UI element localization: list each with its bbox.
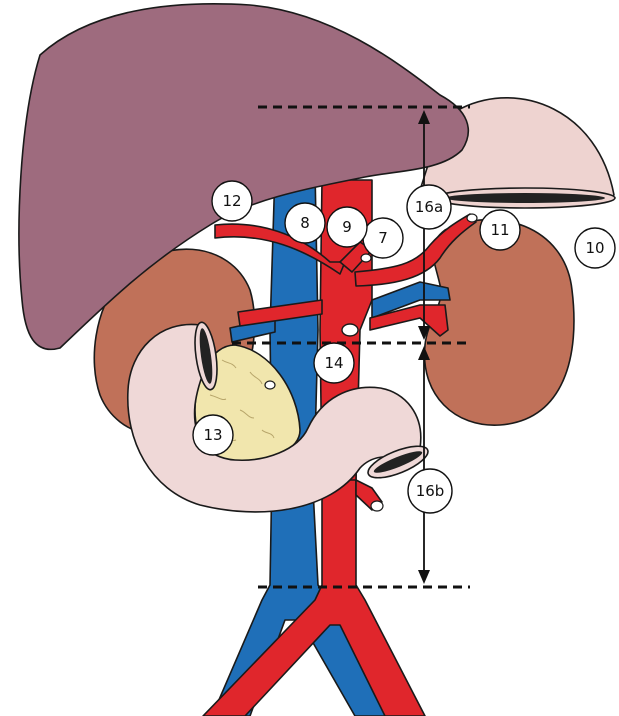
callout-13: 13 (193, 415, 233, 455)
splenic-artery-end (467, 214, 477, 222)
stomach-lumen (445, 193, 605, 203)
callout-11: 11 (480, 210, 520, 250)
callout-7-label: 7 (378, 229, 388, 247)
callout-9-label: 9 (342, 218, 352, 236)
callout-12: 12 (212, 181, 252, 221)
callout-7: 7 (363, 218, 403, 258)
superior-mesenteric-artery-stump (342, 324, 358, 336)
callout-14-label: 14 (324, 354, 343, 372)
callout-13-label: 13 (203, 426, 222, 444)
callout-10: 10 (575, 228, 615, 268)
callout-12-label: 12 (222, 192, 241, 210)
callout-8: 8 (285, 203, 325, 243)
callout-16a: 16a (407, 185, 451, 229)
measure-arrowhead-16b-bottom (418, 570, 430, 584)
callout-16b: 16b (408, 469, 452, 513)
callout-16b-label: 16b (416, 482, 445, 500)
callout-16a-label: 16a (415, 198, 443, 216)
callout-10-label: 10 (585, 239, 604, 257)
celiac-trunk-stump (361, 254, 371, 262)
pancreas-duct-cut (265, 381, 275, 389)
callout-14: 14 (314, 343, 354, 383)
callout-9: 9 (327, 207, 367, 247)
callout-8-label: 8 (300, 214, 310, 232)
callout-11-label: 11 (490, 221, 509, 239)
inferior-mesenteric-artery-stump (371, 501, 383, 511)
